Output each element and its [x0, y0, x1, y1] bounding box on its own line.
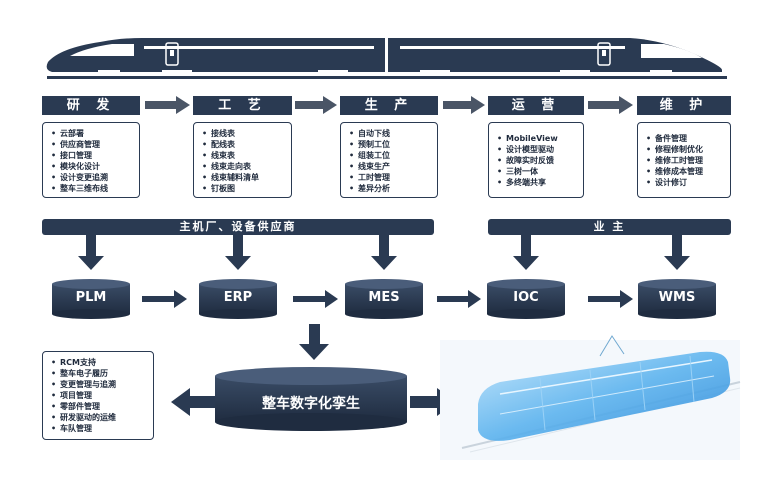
train-door-left — [165, 42, 179, 66]
stage-box-operation: MobileView 设计模型驱动 故障实时反馈 三树一体 多终端共享 — [488, 122, 584, 198]
list-item: 故障实时反馈 — [497, 155, 577, 166]
list-item: 修程修制优化 — [646, 144, 724, 155]
list-item: 组装工位 — [349, 150, 431, 161]
arrow-down-erp — [225, 234, 251, 270]
list-item: 线束辅料清单 — [202, 172, 285, 183]
digital-train-model — [440, 335, 741, 460]
list-item: 维修成本管理 — [646, 166, 724, 177]
track-line — [47, 76, 727, 79]
arrow-production-to-operation — [443, 96, 485, 114]
list-item: 维修工时管理 — [646, 155, 724, 166]
stage-header-process: 工 艺 — [193, 96, 292, 115]
list-item: 供应商管理 — [51, 139, 133, 150]
arrow-twin-to-features — [171, 388, 215, 416]
list-item: 钉板图 — [202, 183, 285, 194]
arrow-mes-to-ioc — [437, 290, 481, 308]
arrow-down-ioc — [513, 234, 539, 270]
arrow-erp-to-mes — [293, 290, 338, 308]
system-label-mes: MES — [368, 290, 400, 305]
list-item: 接口管理 — [51, 150, 133, 161]
list-item: 差异分析 — [349, 183, 431, 194]
stage-box-production: 自动下线 预制工位 组装工位 线束生产 工时管理 差异分析 — [340, 122, 438, 198]
list-item: 备件管理 — [646, 133, 724, 144]
list-item: 线束生产 — [349, 161, 431, 172]
train-silhouette — [46, 38, 727, 79]
list-item: 设计修订 — [646, 177, 724, 188]
stage-header-maintenance: 维 护 — [637, 96, 731, 115]
list-item: 线束表 — [202, 150, 285, 161]
bar-oem-suppliers: 主机厂、设备供应商 — [42, 219, 434, 235]
list-item: 变更管理与追溯 — [51, 379, 147, 390]
list-item: 设计模型驱动 — [497, 144, 577, 155]
list-item: 模块化设计 — [51, 161, 133, 172]
cylinder-digital-twin — [215, 367, 407, 431]
arrow-down-mes — [371, 234, 397, 270]
train-door-left-window — [170, 50, 174, 56]
list-item: 整车三维布线 — [51, 183, 133, 194]
list-item: 研发驱动的运维 — [51, 412, 147, 423]
list-item: MobileView — [497, 133, 577, 144]
arrow-ioc-to-wms — [588, 290, 633, 308]
list-item: 三树一体 — [497, 166, 577, 177]
train-window-right — [641, 44, 702, 58]
list-item: 设计变更追溯 — [51, 172, 133, 183]
cylinder-wms — [638, 279, 716, 319]
system-label-erp: ERP — [223, 290, 253, 305]
stage-box-maintenance: 备件管理 修程修制优化 维修工时管理 维修成本管理 设计修订 — [637, 122, 731, 198]
system-label-plm: PLM — [75, 290, 107, 305]
list-item: 多终端共享 — [497, 177, 577, 188]
train-window-left — [70, 44, 134, 56]
list-item: 整车电子履历 — [51, 368, 147, 379]
stage-header-rd: 研 发 — [42, 96, 140, 115]
list-item: 工时管理 — [349, 172, 431, 183]
twin-features-box: RCM支持 整车电子履历 变更管理与追溯 项目管理 零部件管理 研发驱动的运维 … — [42, 351, 154, 440]
arrow-rd-to-process — [145, 96, 190, 114]
list-item: 配线表 — [202, 139, 285, 150]
train-door-right — [597, 42, 611, 66]
train-stripe-right — [400, 46, 625, 49]
list-item: RCM支持 — [51, 357, 147, 368]
arrow-operation-to-maintenance — [588, 96, 633, 114]
list-item: 预制工位 — [349, 139, 431, 150]
list-item: 零部件管理 — [51, 401, 147, 412]
list-item: 车队管理 — [51, 423, 147, 434]
train-door-right-window — [602, 50, 606, 56]
arrow-process-to-production — [295, 96, 337, 114]
arrow-down-wms — [664, 234, 690, 270]
stage-box-rd: 云部署 供应商管理 接口管理 模块化设计 设计变更追溯 整车三维布线 — [42, 122, 140, 198]
cylinder-erp — [199, 279, 277, 319]
cylinder-mes — [345, 279, 423, 319]
system-label-ioc: IOC — [513, 290, 539, 305]
cylinder-plm — [52, 279, 130, 319]
list-item: 自动下线 — [349, 128, 431, 139]
stage-header-production: 生 产 — [340, 96, 438, 115]
bar-owner: 业 主 — [488, 219, 731, 235]
list-item: 项目管理 — [51, 390, 147, 401]
train-stripe-left — [144, 46, 374, 49]
list-item: 云部署 — [51, 128, 133, 139]
arrow-down-plm — [78, 234, 104, 270]
train-bogies — [98, 70, 672, 72]
arrow-down-twin — [299, 324, 329, 360]
stage-box-process: 接线表 配线表 线束表 线束走向表 线束辅料清单 钉板图 — [193, 122, 292, 198]
digital-twin-label: 整车数字化孪生 — [262, 396, 360, 412]
cylinder-ioc — [487, 279, 565, 319]
stage-header-operation: 运 营 — [488, 96, 584, 115]
arrow-plm-to-erp — [142, 290, 187, 308]
system-label-wms: WMS — [658, 290, 696, 305]
list-item: 线束走向表 — [202, 161, 285, 172]
list-item: 接线表 — [202, 128, 285, 139]
